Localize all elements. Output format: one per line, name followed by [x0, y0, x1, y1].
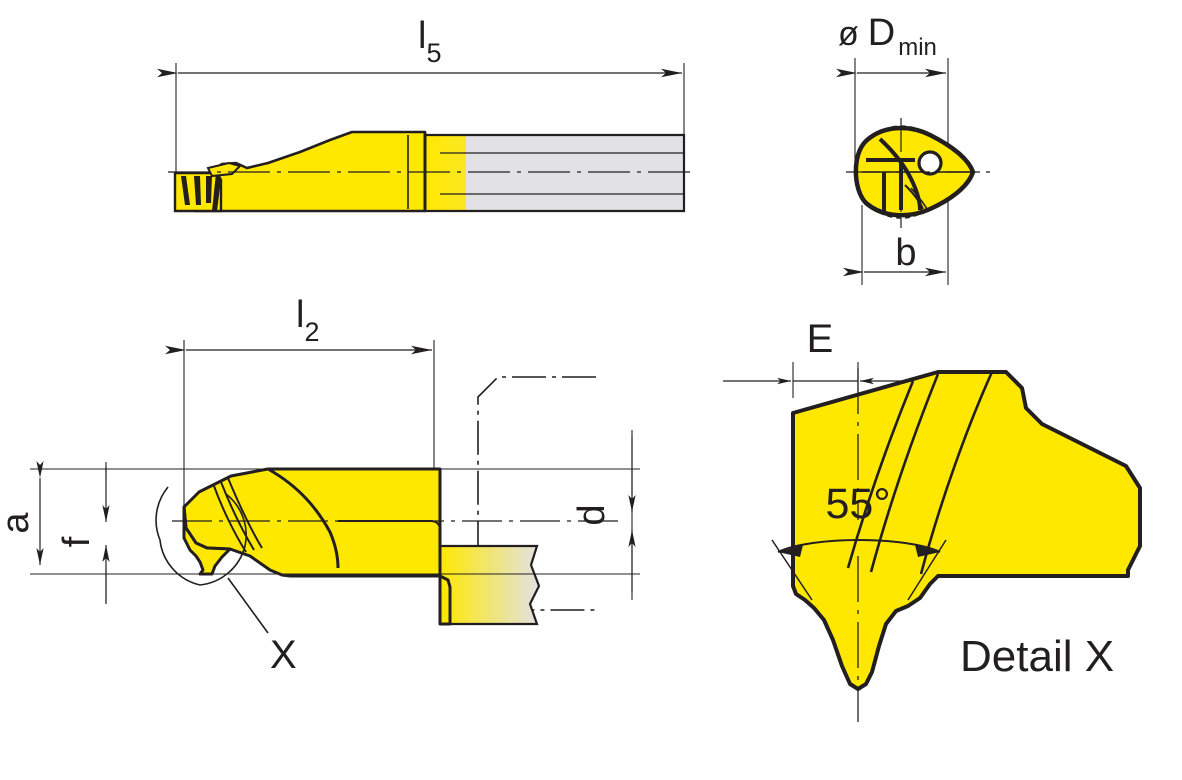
dimension-label-E: E [807, 317, 834, 361]
d-min-subscript: min [898, 34, 937, 61]
dimension-label-a: a [0, 512, 37, 534]
detail-callout-circle [155, 486, 247, 586]
end-view-centerlines [846, 118, 990, 228]
side-view-top: l5 [157, 15, 690, 213]
detail-view-title: Detail X [960, 632, 1114, 681]
l5-subscript: 5 [426, 38, 441, 68]
cutting-insert-top [173, 161, 242, 213]
angle-dimension-55 [771, 539, 947, 601]
dimension-label-l5: l5 [418, 15, 441, 68]
l5-extension-lines [175, 63, 685, 182]
d-min-prefix: ø [838, 15, 859, 53]
dimension-label-d: d [571, 504, 613, 525]
dimension-label-l2: l2 [296, 294, 319, 347]
l5-base: l [418, 15, 426, 57]
plan-view: l2 [0, 294, 640, 677]
dimension-label-b: b [895, 232, 916, 274]
shank-body-plan [438, 544, 541, 626]
dimension-label-f: f [56, 536, 98, 547]
d-min-base: D [868, 12, 895, 54]
shank-body-top [423, 133, 686, 213]
detail-callout-leader [227, 577, 269, 634]
detail-insert-body [791, 370, 1142, 691]
detail-view: E [723, 317, 1142, 722]
bar-cross-section [853, 125, 976, 218]
detail-callout-label: X [270, 633, 297, 677]
l2-subscript: 2 [304, 317, 319, 347]
l2-base: l [296, 294, 304, 336]
angle-label-55: 55° [825, 480, 890, 528]
